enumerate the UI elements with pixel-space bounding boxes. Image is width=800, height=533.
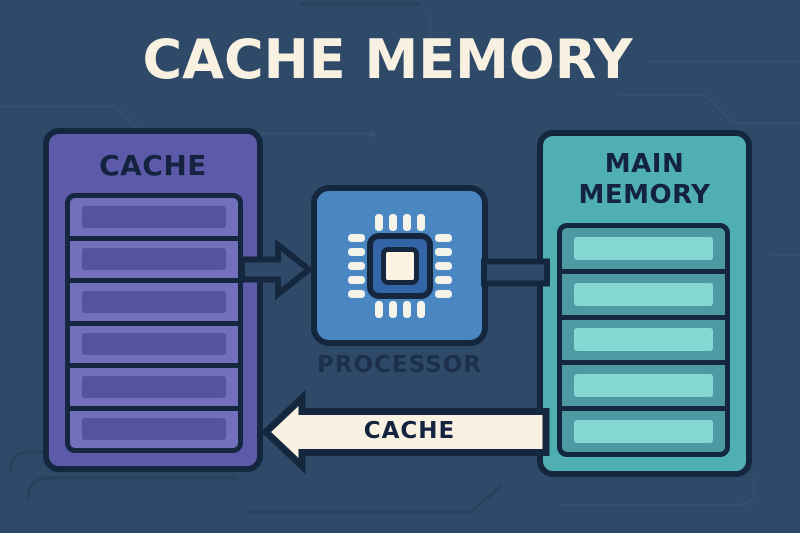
chip-pin [434, 233, 452, 242]
memory-row-bar [574, 374, 713, 398]
memory-row-bar [574, 236, 713, 260]
chip-pin [347, 289, 365, 298]
processor-label: PROCESSOR [316, 352, 483, 378]
chip-pin [402, 300, 411, 318]
cache-arrow-label: CACHE [363, 418, 456, 444]
memory-row-bar [574, 282, 713, 306]
memory-row [562, 274, 725, 320]
cache-row-bar [82, 375, 226, 398]
cache-row [70, 198, 238, 241]
memory-slot-list [557, 223, 730, 457]
memory-row [562, 411, 725, 452]
chip-pin [402, 213, 411, 231]
main-memory-block: MAIN MEMORY [537, 130, 752, 477]
chip-pin [434, 261, 452, 270]
chip-body [366, 232, 433, 299]
cache-row [70, 326, 238, 368]
memory-row [562, 365, 725, 412]
memory-row [562, 320, 725, 366]
chip-pin [434, 247, 452, 256]
cache-row-bar [82, 290, 226, 313]
chip-pin [434, 275, 452, 284]
chip-pin [416, 213, 425, 231]
processor-block [311, 185, 488, 346]
chip-pin [416, 300, 425, 318]
chip-pin [347, 261, 365, 270]
chip-pin [388, 213, 397, 231]
chip-core [380, 246, 419, 285]
chip-pin [347, 233, 365, 242]
chip-pin [347, 247, 365, 256]
chip-pin [374, 213, 383, 231]
chip-icon [338, 204, 462, 328]
chip-pin [388, 300, 397, 318]
cache-slot-list [65, 193, 243, 453]
cache-row-bar [82, 418, 226, 441]
memory-row-bar [574, 328, 713, 352]
chip-pin [434, 289, 452, 298]
cache-row-bar [82, 333, 226, 356]
cache-row [70, 283, 238, 326]
cache-row [70, 411, 238, 449]
cache-row [70, 241, 238, 283]
memory-row-bar [574, 420, 713, 444]
diagram-title: CACHE MEMORY [142, 28, 633, 91]
cache-row-bar [82, 248, 226, 271]
cache-row [70, 368, 238, 411]
cache-row-bar [82, 205, 226, 228]
cache-block-title: CACHE [99, 149, 207, 182]
main-memory-title: MAIN MEMORY [578, 149, 711, 210]
chip-pin [374, 300, 383, 318]
cache-block: CACHE [43, 128, 263, 472]
memory-row [562, 228, 725, 274]
chip-pin [347, 275, 365, 284]
